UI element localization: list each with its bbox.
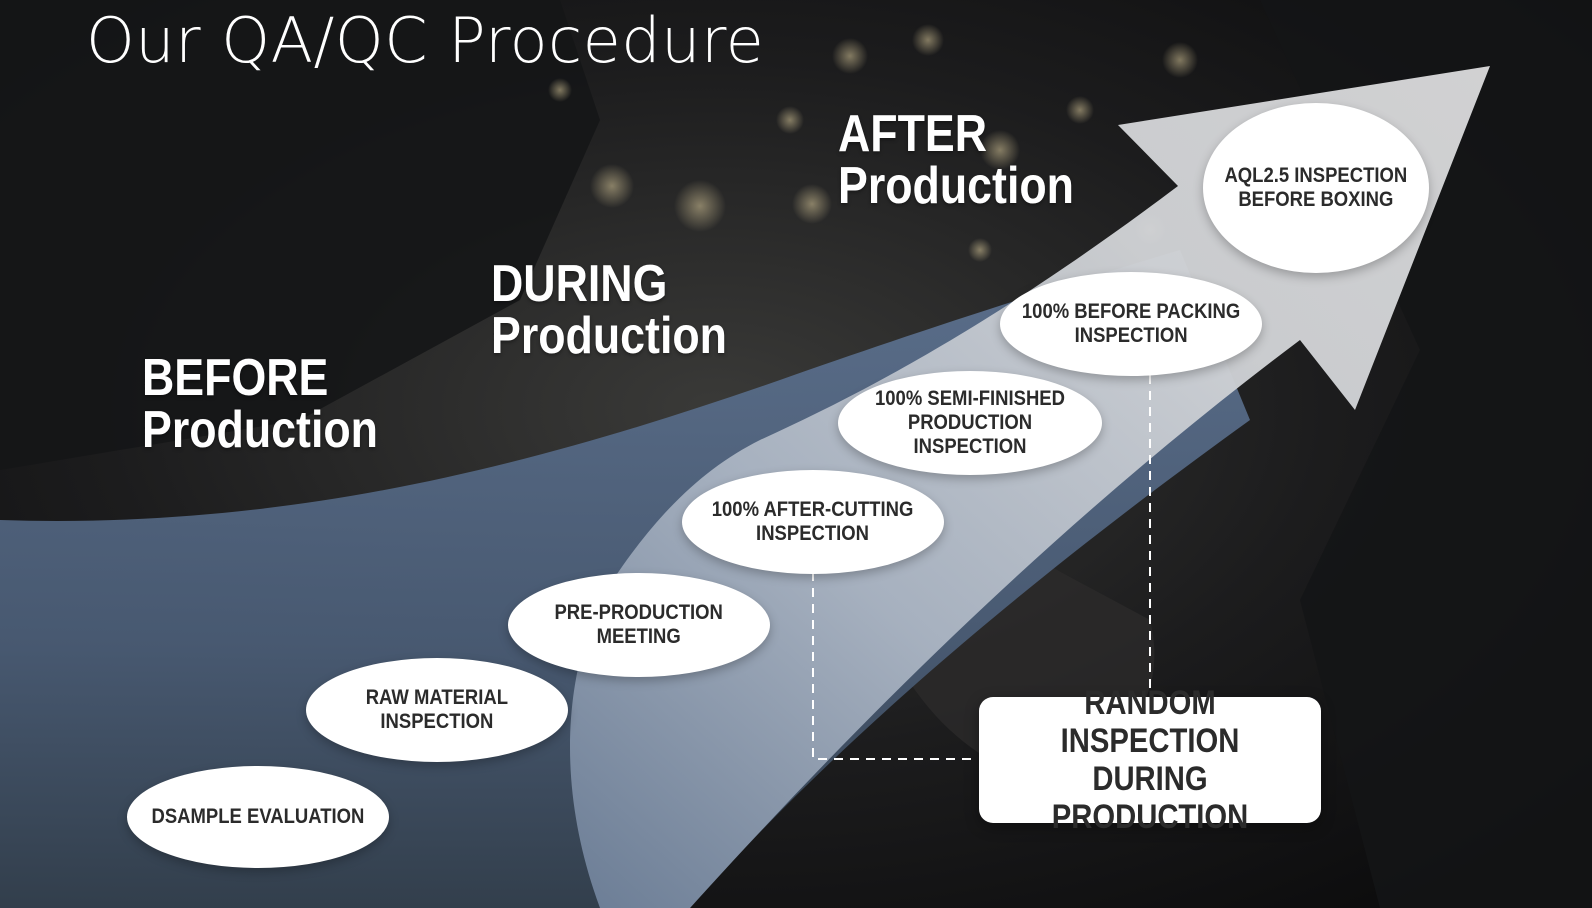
step-label: 100% BEFORE PACKING INSPECTION — [1021, 300, 1241, 347]
phase-after-word: AFTER — [838, 105, 988, 163]
step-semi-finished-inspection: 100% SEMI-FINISHED PRODUCTION INSPECTION — [838, 371, 1102, 475]
step-after-cutting-inspection: 100% AFTER-CUTTING INSPECTION — [682, 470, 944, 574]
step-raw-material-inspection: RAW MATERIAL INSPECTION — [306, 658, 568, 762]
phase-before-label: BEFORE Production — [142, 352, 378, 456]
random-inspection-box: RANDOM INSPECTION DURING PRODUCTION — [979, 684, 1321, 836]
phase-during-rest: Production — [491, 307, 728, 365]
step-label: PRE-PRODUCTION MEETING — [554, 601, 724, 648]
phase-after-rest: Production — [838, 157, 1075, 215]
step-label: DSAMPLE EVALUATION — [151, 805, 365, 828]
step-label: 100% SEMI-FINISHED PRODUCTION INSPECTION — [875, 387, 1065, 458]
step-aql-inspection: AQL2.5 INSPECTION BEFORE BOXING — [1203, 103, 1429, 273]
phase-during-label: DURING Production — [491, 258, 727, 362]
step-label: AQL2.5 INSPECTION BEFORE BOXING — [1224, 164, 1408, 211]
phase-before-word: BEFORE — [142, 349, 329, 407]
phase-before-rest: Production — [142, 401, 379, 459]
step-pre-production-meeting: PRE-PRODUCTION MEETING — [508, 573, 770, 677]
phase-after-label: AFTER Production — [838, 108, 1074, 212]
step-sample-evaluation: DSAMPLE EVALUATION — [127, 766, 389, 868]
step-before-packing-inspection: 100% BEFORE PACKING INSPECTION — [1000, 272, 1262, 376]
step-label: 100% AFTER-CUTTING INSPECTION — [712, 498, 914, 545]
step-label: RAW MATERIAL INSPECTION — [365, 686, 509, 733]
phase-during-word: DURING — [491, 255, 668, 313]
page-title: Our QA/QC Procedure — [86, 4, 765, 77]
random-inspection-label: RANDOM INSPECTION DURING PRODUCTION — [1051, 684, 1249, 836]
